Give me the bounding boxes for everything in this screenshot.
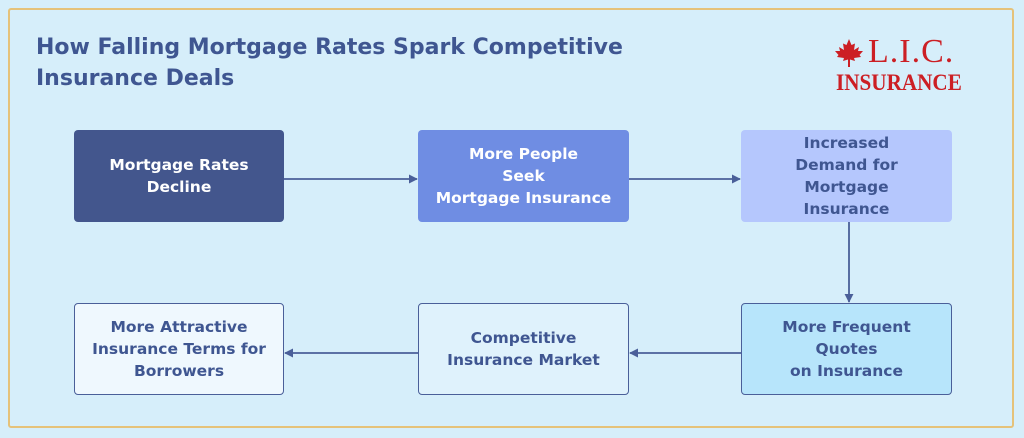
- logo-insurance-text: INSURANCE: [836, 70, 962, 95]
- step-more-people-seek-insurance: More People Seek Mortgage Insurance: [418, 130, 629, 222]
- step-increased-demand: Increased Demand for Mortgage Insurance: [741, 130, 952, 222]
- step-label: Mortgage Rates Decline: [109, 156, 249, 196]
- step-label: Increased Demand for Mortgage Insurance: [795, 134, 898, 218]
- logo-lic-text: L.I.C.: [868, 33, 955, 70]
- step-label: More Attractive Insurance Terms for Borr…: [92, 318, 266, 380]
- step-attractive-terms: More Attractive Insurance Terms for Borr…: [74, 303, 284, 395]
- step-label: Competitive Insurance Market: [447, 329, 600, 369]
- step-mortgage-rates-decline: Mortgage Rates Decline: [74, 130, 284, 222]
- step-competitive-market: Competitive Insurance Market: [418, 303, 629, 395]
- maple-leaf-icon: [835, 39, 863, 67]
- step-label: More People Seek Mortgage Insurance: [435, 145, 612, 207]
- step-label: More Frequent Quotes on Insurance: [782, 318, 911, 380]
- step-more-frequent-quotes: More Frequent Quotes on Insurance: [741, 303, 952, 395]
- page-frame: [8, 8, 1014, 428]
- page-title: How Falling Mortgage Rates Spark Competi…: [36, 35, 623, 91]
- lic-insurance-logo: L.I.C. INSURANCE: [832, 33, 984, 100]
